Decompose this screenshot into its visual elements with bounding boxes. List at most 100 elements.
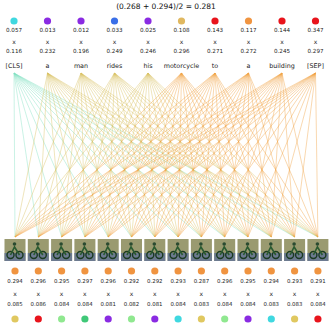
- token: building: [269, 63, 295, 69]
- rider: [290, 247, 299, 255]
- score: 0.293: [170, 279, 185, 284]
- rider: [244, 247, 253, 255]
- times-sign: x: [247, 39, 251, 45]
- attention-line: [81, 73, 225, 237]
- rider-head: [83, 242, 87, 246]
- score: 0.292: [124, 279, 139, 284]
- token-dot: [178, 17, 185, 24]
- attention-line: [295, 73, 316, 237]
- rider-head: [316, 242, 320, 246]
- times-sign: x: [316, 291, 320, 297]
- score: 0.294: [264, 279, 279, 284]
- image-patch: [284, 239, 305, 261]
- image-patch: [191, 239, 212, 261]
- image-patch: [261, 239, 282, 261]
- times-sign: x: [223, 291, 227, 297]
- patch-dot: [314, 315, 321, 322]
- token: motorcycle: [164, 63, 200, 69]
- attention-line: [62, 73, 215, 237]
- patch-dot: [175, 315, 182, 322]
- patch-dot: [291, 315, 298, 322]
- attention-line: [81, 73, 248, 237]
- patch-dot: [11, 315, 18, 322]
- score: 0.081: [147, 302, 162, 307]
- score: 0.117: [240, 28, 256, 34]
- times-sign: x: [200, 291, 204, 297]
- attention-line: [225, 73, 316, 237]
- token: his: [143, 63, 152, 69]
- token: to: [212, 63, 218, 69]
- image-patch: [121, 239, 142, 261]
- times-sign: x: [46, 39, 50, 45]
- token-dot: [111, 17, 118, 24]
- score: 0.292: [147, 279, 162, 284]
- times-sign: x: [146, 39, 150, 45]
- attention-line: [132, 73, 316, 237]
- times-sign: x: [60, 291, 64, 297]
- image-patch: [28, 239, 49, 261]
- patch-dot: [128, 315, 135, 322]
- times-sign: x: [246, 291, 250, 297]
- times-sign: x: [314, 39, 318, 45]
- image-patch: [214, 239, 235, 261]
- times-sign: x: [13, 291, 17, 297]
- rider-head: [246, 242, 250, 246]
- attention-line: [248, 73, 316, 237]
- attention-line: [249, 73, 318, 237]
- attention-line: [249, 73, 272, 237]
- rider-head: [13, 242, 17, 246]
- attention-line: [48, 73, 318, 237]
- score: 0.012: [73, 28, 89, 34]
- token: [SEP]: [307, 63, 324, 69]
- attention-line: [108, 73, 282, 237]
- times-sign: x: [12, 39, 16, 45]
- token-dot: [312, 17, 319, 24]
- score: 0.084: [310, 302, 325, 307]
- attention-line: [15, 73, 182, 237]
- times-sign: x: [37, 291, 41, 297]
- rider-head: [153, 242, 157, 246]
- attention-line: [108, 73, 248, 237]
- attention-line: [85, 73, 282, 237]
- rider: [57, 247, 66, 255]
- score: 0.296: [100, 279, 115, 284]
- score: 0.287: [194, 279, 209, 284]
- times-sign: x: [130, 291, 134, 297]
- token: a: [46, 63, 50, 69]
- patch-dot: [221, 267, 228, 274]
- rider-head: [222, 242, 226, 246]
- attention-line: [15, 73, 215, 237]
- score: 0.271: [207, 49, 223, 55]
- times-sign: x: [106, 291, 110, 297]
- times-sign: x: [270, 291, 274, 297]
- token-dot: [144, 17, 151, 24]
- rider: [174, 247, 183, 255]
- attention-line: [62, 73, 249, 237]
- patch-dot: [11, 267, 18, 274]
- attention-line: [14, 73, 15, 237]
- patch-dot: [58, 315, 65, 322]
- times-sign: x: [176, 291, 180, 297]
- score: 0.108: [173, 28, 189, 34]
- attention-line: [81, 73, 295, 237]
- score: 0.295: [240, 279, 255, 284]
- attention-line: [178, 73, 282, 237]
- score: 0.232: [39, 49, 55, 55]
- attention-line: [14, 73, 178, 237]
- patch-dot: [198, 267, 205, 274]
- score: 0.294: [7, 279, 22, 284]
- attention-line: [38, 73, 315, 237]
- attention-line: [115, 73, 295, 237]
- times-sign: x: [113, 39, 117, 45]
- score: 0.296: [31, 279, 46, 284]
- attention-line: [316, 73, 318, 237]
- token: [CLS]: [5, 63, 22, 69]
- attention-line: [108, 73, 315, 237]
- patch-dot: [105, 315, 112, 322]
- score: 0.293: [287, 279, 302, 284]
- attention-line: [155, 73, 316, 237]
- rider-head: [129, 242, 133, 246]
- attention-line: [271, 73, 315, 237]
- attention-line: [15, 73, 282, 237]
- patch-dot: [221, 315, 228, 322]
